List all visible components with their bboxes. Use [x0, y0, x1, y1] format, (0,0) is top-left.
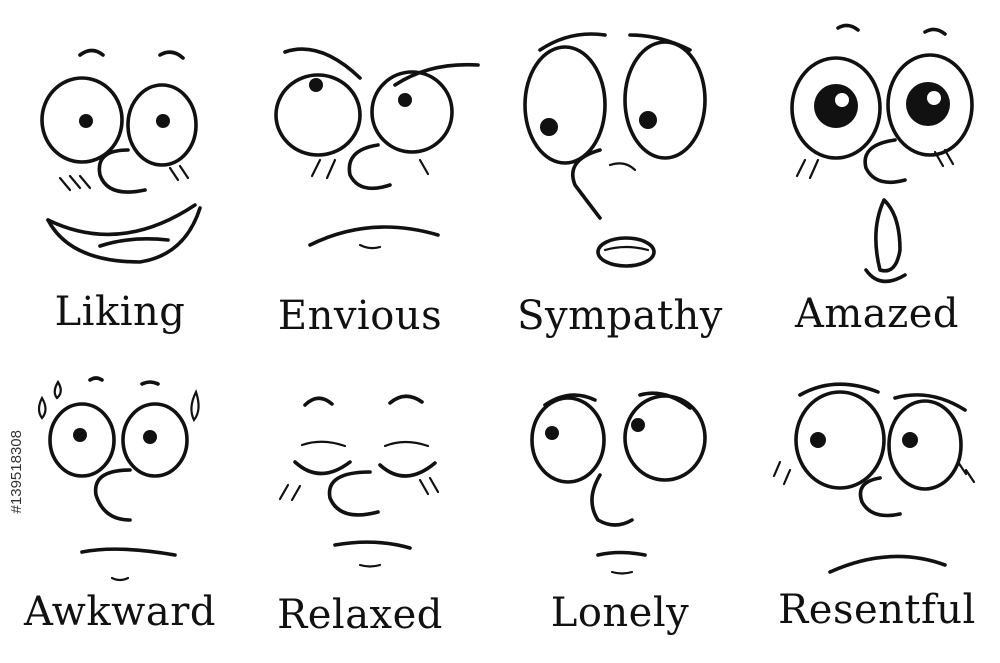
face-liking	[40, 48, 202, 264]
label-awkward: Awkward	[24, 589, 216, 635]
face-amazed	[790, 23, 974, 284]
face-lonely	[530, 391, 707, 575]
face-resentful	[772, 382, 976, 574]
label-lonely: Lonely	[550, 590, 690, 636]
label-amazed: Amazed	[794, 291, 959, 337]
label-relaxed: Relaxed	[277, 592, 443, 638]
face-relaxed	[278, 394, 440, 568]
stock-id-label: #139518308	[8, 430, 25, 514]
label-sympathy: Sympathy	[517, 293, 723, 339]
face-envious	[274, 47, 480, 250]
face-sympathy	[523, 32, 707, 268]
label-resentful: Resentful	[778, 587, 976, 633]
label-envious: Envious	[277, 293, 443, 339]
face-awkward	[37, 376, 200, 582]
label-liking: Liking	[54, 289, 186, 335]
